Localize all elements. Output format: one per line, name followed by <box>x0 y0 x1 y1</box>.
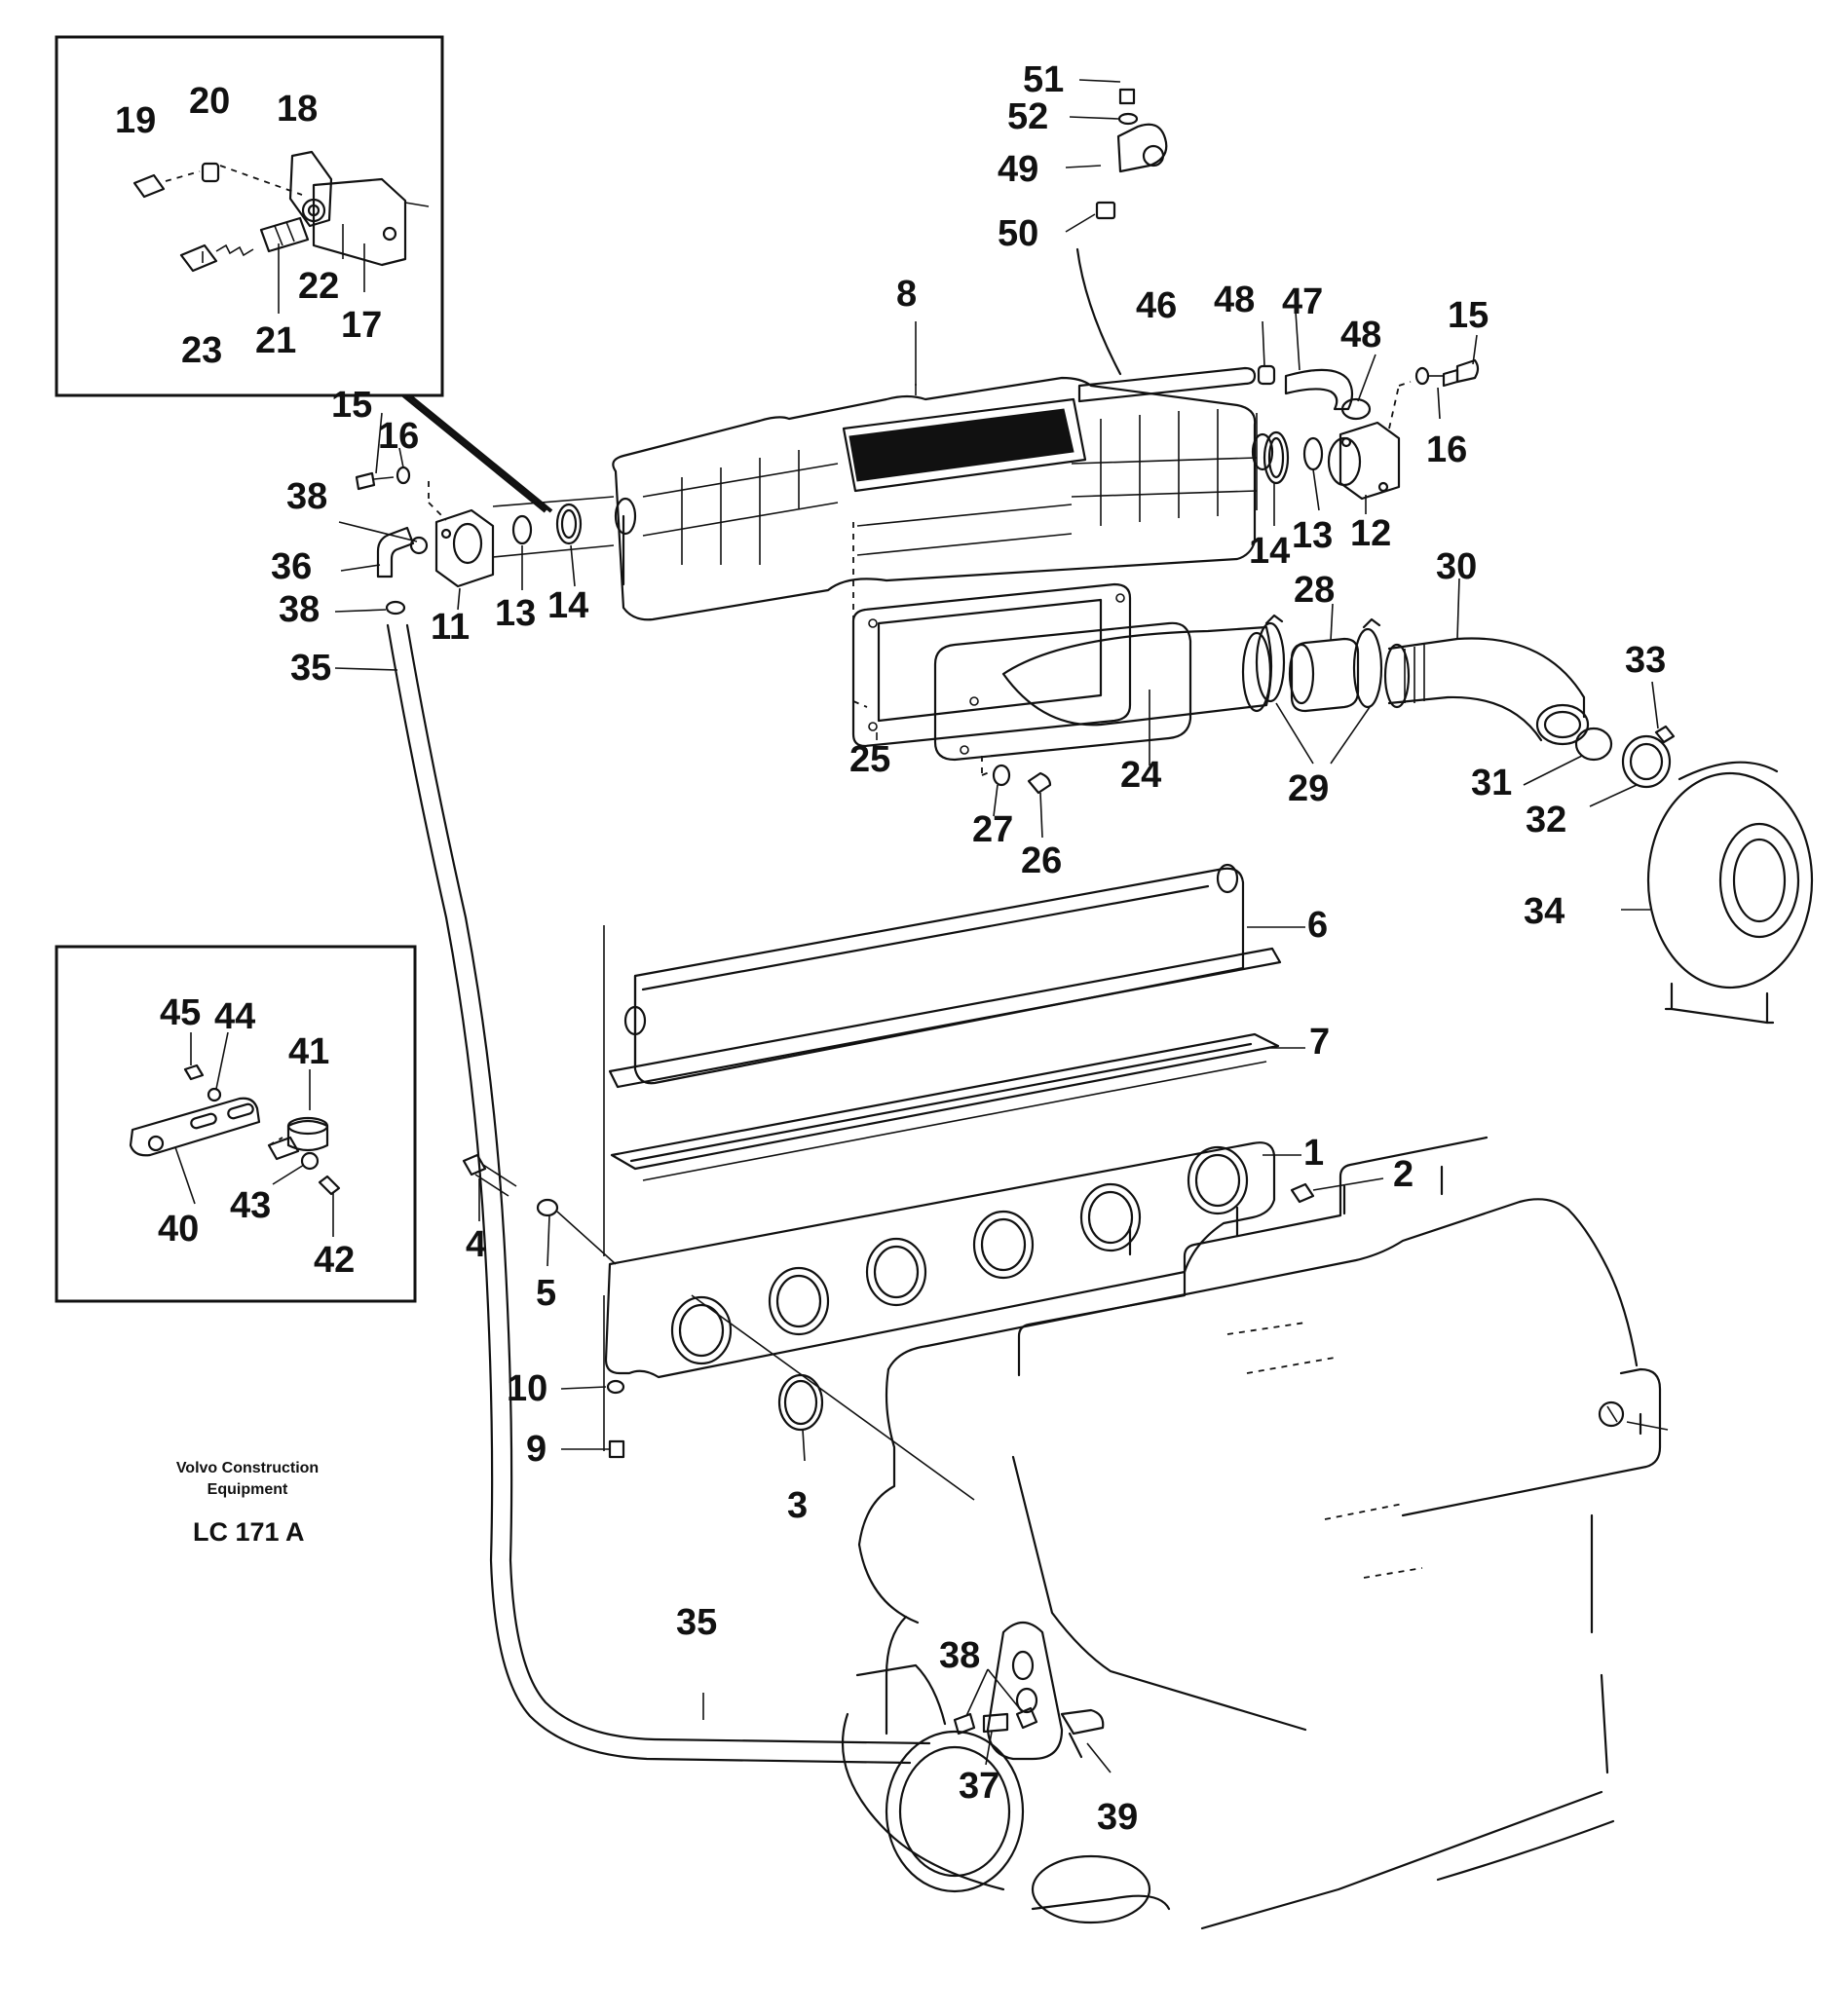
label-38c: 38 <box>939 1635 980 1676</box>
hose-35 <box>334 623 931 1765</box>
label-5: 5 <box>536 1273 556 1314</box>
label-44: 44 <box>214 996 255 1037</box>
label-20: 20 <box>189 81 230 122</box>
label-31: 31 <box>1471 763 1512 803</box>
label-6: 6 <box>1307 905 1328 946</box>
flange-11 <box>334 412 615 616</box>
fittings-37-38 <box>953 1668 1038 1766</box>
label-33: 33 <box>1625 640 1666 681</box>
title-block: Volvo Construction Equipment LC 171 A <box>176 1460 319 1547</box>
label-27: 27 <box>972 809 1013 850</box>
label-35b: 35 <box>676 1602 717 1643</box>
label-10: 10 <box>507 1368 547 1409</box>
label-34: 34 <box>1524 891 1564 932</box>
fasteners <box>462 925 975 1501</box>
drawing-code: LC 171 A <box>193 1517 305 1547</box>
label-46: 46 <box>1136 285 1177 326</box>
label-36: 36 <box>271 546 312 587</box>
label-3: 3 <box>787 1485 808 1526</box>
pipe-30 <box>1383 578 1590 746</box>
label-35a: 35 <box>290 648 331 689</box>
label-29: 29 <box>1288 768 1329 809</box>
brand-line-2: Equipment <box>207 1481 288 1498</box>
label-15b: 15 <box>1448 295 1489 336</box>
label-43: 43 <box>230 1185 271 1226</box>
engine-block <box>841 1136 1669 1930</box>
fitting-49-52 <box>1065 79 1257 403</box>
intake-manifold-1 <box>604 1141 1384 1379</box>
label-42: 42 <box>314 1240 355 1281</box>
label-25: 25 <box>849 739 890 780</box>
inset-detail-valve <box>55 35 553 513</box>
label-40: 40 <box>158 1209 199 1250</box>
label-9: 9 <box>526 1429 547 1470</box>
intake-manifold-8 <box>612 321 1274 708</box>
label-39: 39 <box>1097 1797 1138 1838</box>
label-1: 1 <box>1303 1133 1324 1174</box>
inlet-pipe-24 <box>851 582 1273 839</box>
inset-detail-bracket <box>55 945 417 1303</box>
label-26: 26 <box>1021 840 1062 881</box>
connector-hose-28 <box>1255 603 1383 765</box>
label-11: 11 <box>431 607 470 648</box>
label-38a: 38 <box>286 476 327 517</box>
label-22: 22 <box>298 266 339 307</box>
label-48b: 48 <box>1340 315 1381 355</box>
label-16a: 16 <box>378 416 419 457</box>
label-12: 12 <box>1350 513 1391 554</box>
label-16b: 16 <box>1426 429 1467 470</box>
label-50: 50 <box>998 213 1038 254</box>
label-13b: 13 <box>1292 515 1333 556</box>
label-4: 4 <box>466 1224 486 1265</box>
label-18: 18 <box>277 89 318 130</box>
elbow-47-flange-12 <box>1257 311 1480 526</box>
label-49: 49 <box>998 149 1038 190</box>
label-51: 51 <box>1023 59 1064 100</box>
label-23: 23 <box>181 330 222 371</box>
label-32: 32 <box>1526 800 1566 840</box>
label-37: 37 <box>959 1766 999 1807</box>
brand-line-1: Volvo Construction <box>176 1460 319 1476</box>
label-19: 19 <box>115 100 156 141</box>
label-17: 17 <box>341 305 382 346</box>
label-14b: 14 <box>1249 531 1290 572</box>
label-38b: 38 <box>279 589 320 630</box>
label-13a: 13 <box>495 593 536 634</box>
label-28: 28 <box>1294 570 1335 611</box>
label-2: 2 <box>1393 1154 1414 1195</box>
label-47: 47 <box>1282 281 1323 322</box>
part-labels: 1 2 3 4 5 6 7 8 9 10 11 12 13 13 14 14 1… <box>115 59 1666 1838</box>
label-8: 8 <box>896 274 917 315</box>
label-41: 41 <box>288 1031 329 1072</box>
label-45: 45 <box>160 992 201 1033</box>
label-30: 30 <box>1436 546 1477 587</box>
label-14a: 14 <box>547 585 588 626</box>
label-7: 7 <box>1309 1022 1330 1063</box>
cooler-6 <box>608 863 1305 1089</box>
label-21: 21 <box>255 320 296 361</box>
label-15a: 15 <box>331 385 372 426</box>
turbo-34 <box>1523 681 1814 1025</box>
label-48a: 48 <box>1214 280 1255 320</box>
gasket-7 <box>610 1032 1305 1181</box>
label-52: 52 <box>1007 96 1048 137</box>
label-24: 24 <box>1120 755 1161 796</box>
